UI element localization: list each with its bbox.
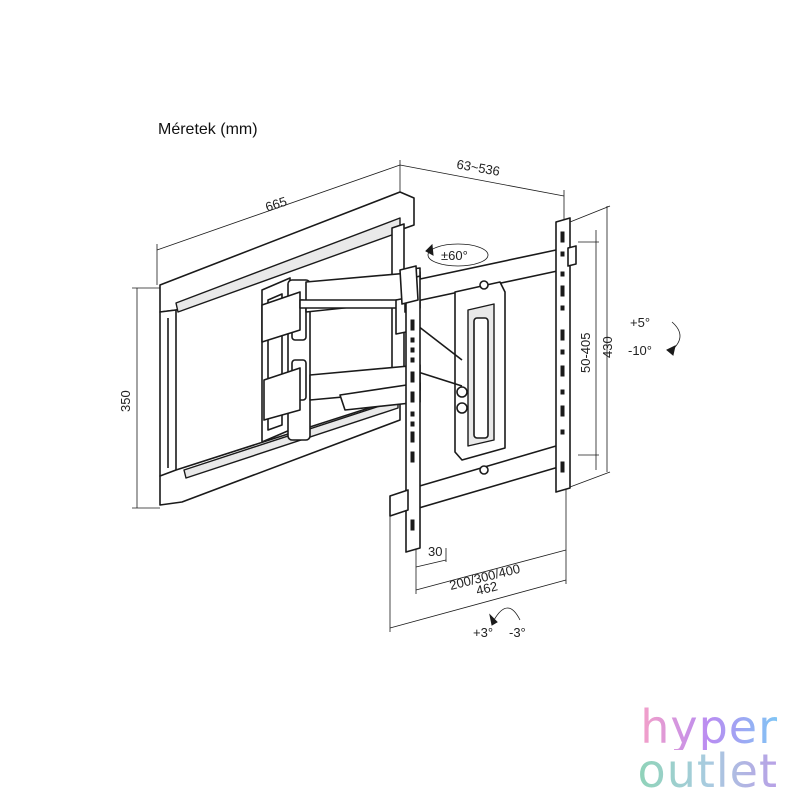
level-arrow-icon: [489, 607, 521, 626]
dim-tilt-up: +5°: [630, 315, 650, 330]
dim-height-right: 430: [600, 336, 615, 358]
logo-line-hyper: hyper: [640, 700, 778, 754]
dim-height-left: 350: [118, 390, 133, 412]
vesa-slots: [410, 231, 565, 531]
dim-width-bottom: 462: [474, 578, 499, 598]
tilt-arrow-icon: [666, 321, 681, 356]
dimension-lines: [132, 160, 611, 632]
swivel-arrow-icon: [425, 243, 489, 267]
dim-swivel: ±60°: [441, 248, 468, 263]
dim-vesa-vertical: 50-405: [578, 333, 593, 373]
hyper-outlet-logo: hyper outlet: [637, 700, 790, 798]
swivel-arms: [261, 267, 421, 443]
dim-offset: 30: [428, 544, 442, 559]
dim-tilt-down: -10°: [628, 343, 652, 358]
diagram-title: Méretek (mm): [158, 121, 258, 138]
dim-depth: 63~536: [455, 157, 501, 179]
logo-line-outlet: outlet: [637, 744, 778, 798]
dim-level-plus: +3°: [473, 625, 493, 640]
dim-width-top: 665: [263, 194, 288, 215]
dim-level-minus: -3°: [509, 625, 526, 640]
